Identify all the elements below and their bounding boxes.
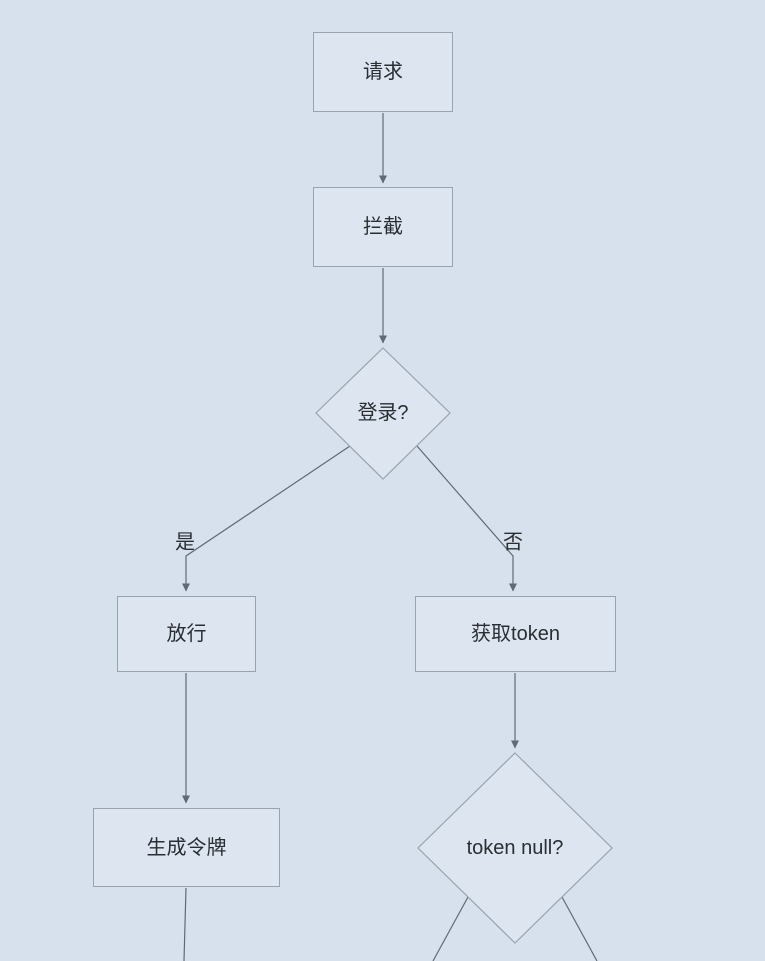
edge-login-no-to-gettoken (416, 445, 517, 592)
edge-tokennull-right-down-offscreen (561, 896, 598, 961)
node-get-token-label: 获取token (471, 623, 560, 645)
node-generate-token: 生成令牌 (93, 808, 280, 887)
edge-generatetoken-down-offscreen (183, 887, 187, 961)
node-intercept: 拦截 (313, 187, 453, 267)
edge-login-yes-to-pass (182, 445, 351, 592)
node-token-null-decision-shape (417, 752, 613, 944)
node-pass: 放行 (117, 596, 256, 672)
node-request-label: 请求 (363, 61, 403, 83)
node-pass-label: 放行 (166, 623, 207, 645)
node-generate-token-label: 生成令牌 (146, 836, 227, 859)
node-login-label: 登录? (357, 402, 409, 424)
edge-label-yes: 是 (175, 531, 195, 554)
node-login-decision: 登录? (323, 393, 443, 433)
node-get-token: 获取token (415, 596, 616, 672)
edge-label-no: 否 (503, 531, 523, 554)
node-login-decision-shape (315, 347, 451, 480)
node-token-null-decision: token null? (435, 828, 595, 868)
node-request: 请求 (313, 32, 453, 112)
edge-tokennull-left-down-offscreen (432, 896, 469, 961)
node-token-null-label: token null? (466, 837, 564, 859)
node-intercept-label: 拦截 (363, 216, 403, 238)
